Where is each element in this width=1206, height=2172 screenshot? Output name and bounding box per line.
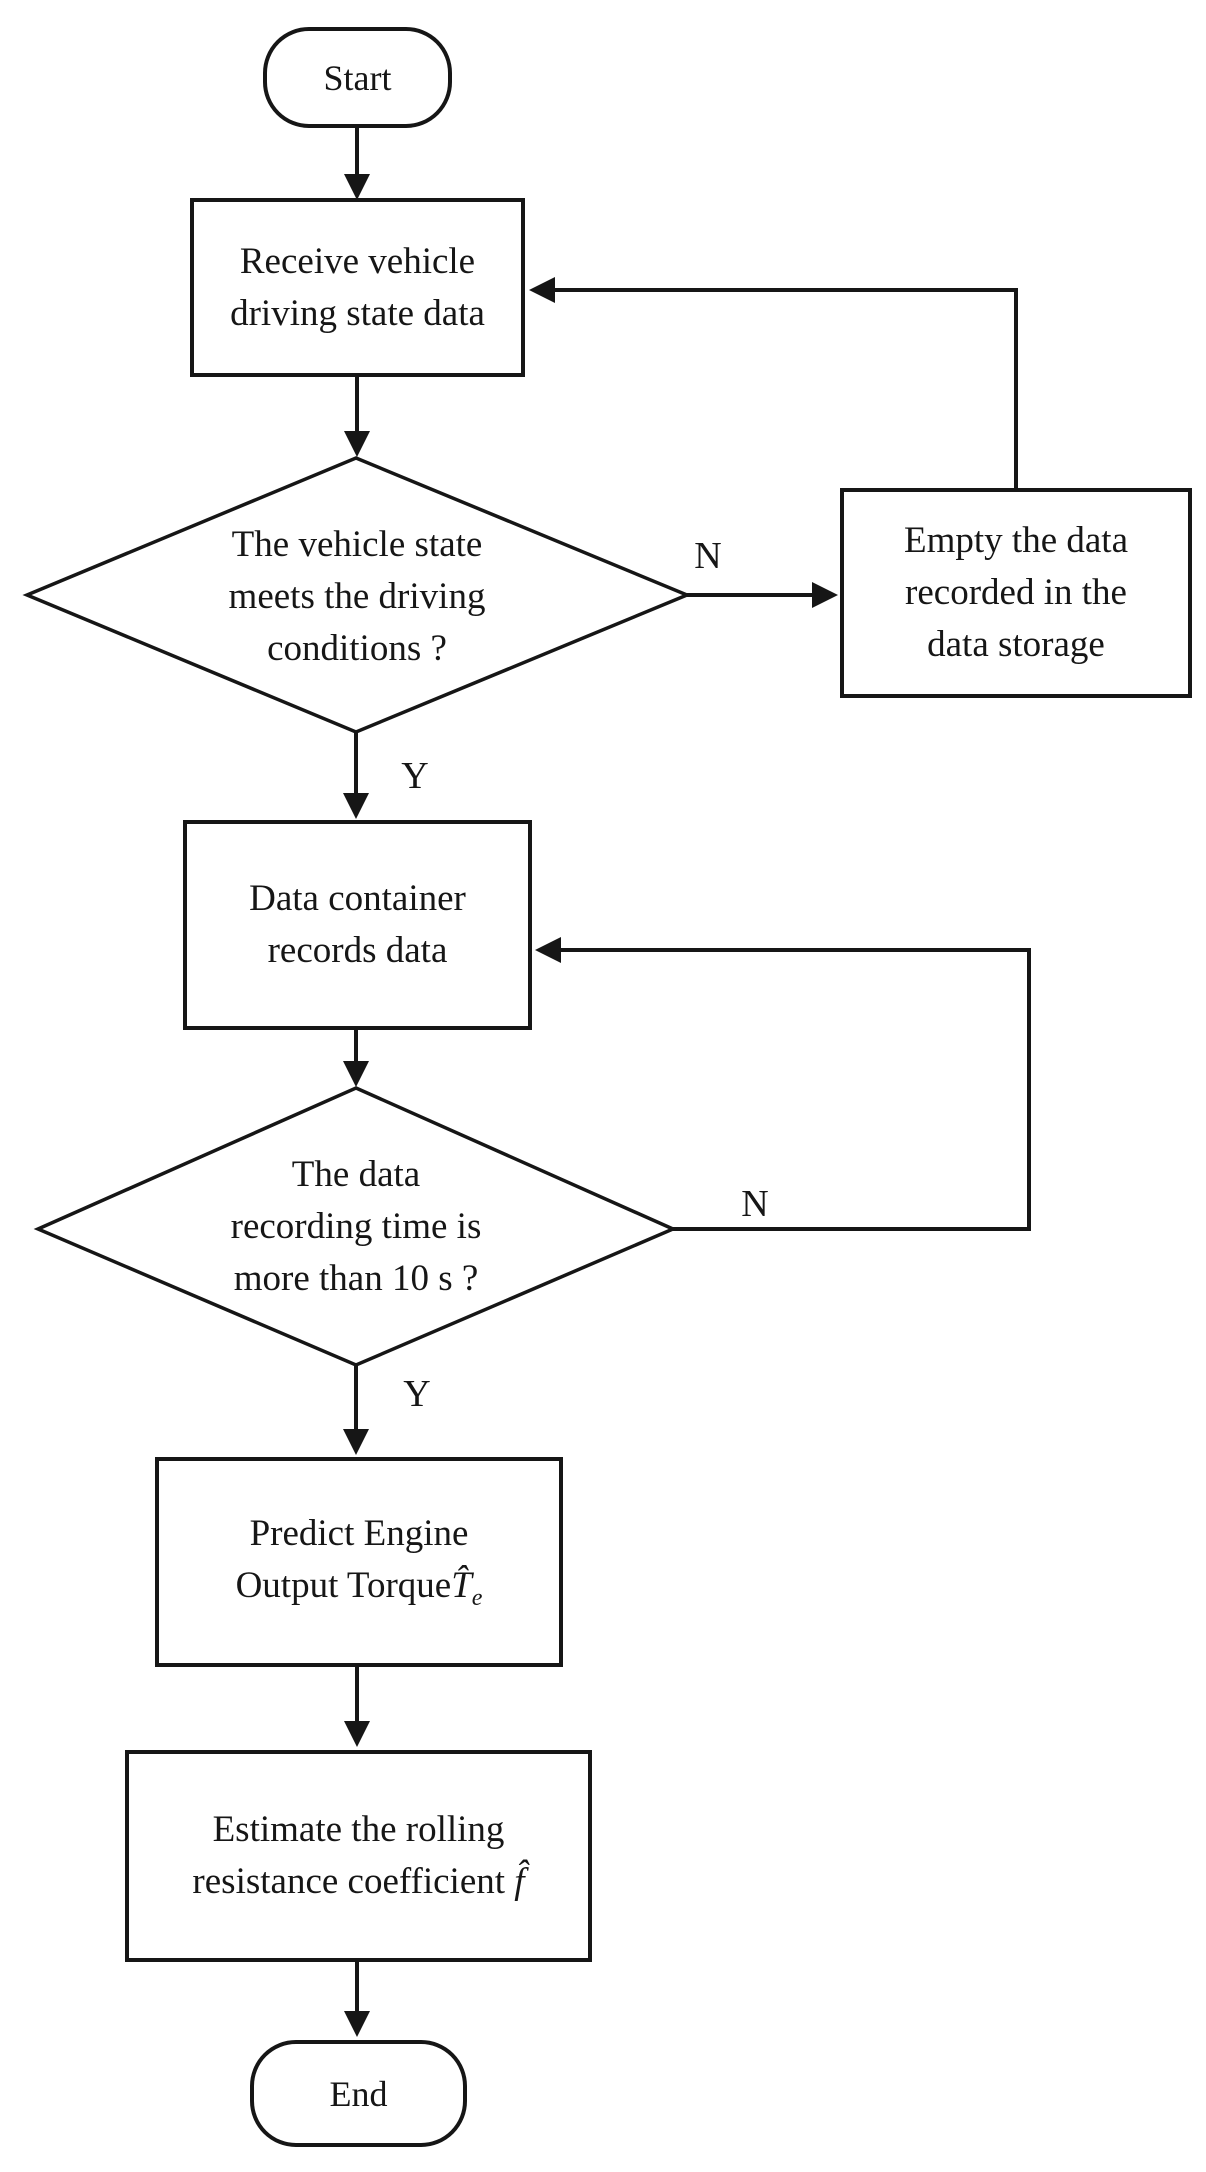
process-record-data: Data container records data xyxy=(183,820,532,1030)
arrowhead-into-receive xyxy=(344,174,370,200)
arrowhead-loop-into-receive xyxy=(529,277,555,303)
arrowhead-into-predict xyxy=(343,1429,369,1455)
arrowhead-into-decision2 xyxy=(343,1061,369,1087)
start-label: Start xyxy=(323,57,392,98)
process-receive-data: Receive vehicle driving state data xyxy=(190,198,525,377)
label-decision1-no: N xyxy=(694,535,722,577)
process-record-data-label: Data container records data xyxy=(249,878,466,971)
estimate-line1: Estimate the rolling xyxy=(212,1809,505,1850)
arrowhead-into-estimate xyxy=(344,1721,370,1747)
process-receive-data-label: Receive vehicle driving state data xyxy=(230,240,485,334)
decision-recording-time-label: The data recording time is more than 10 … xyxy=(230,1154,482,1299)
process-empty-storage: Empty the data recorded in the data stor… xyxy=(840,488,1192,698)
torque-hat-symbol: T̂ xyxy=(451,1565,472,1606)
start-node: Start xyxy=(263,27,452,128)
edge-decision2-no-loop-to-record xyxy=(556,948,1031,1231)
arrowhead-loop-into-record xyxy=(535,937,561,963)
arrowhead-into-record xyxy=(343,793,369,819)
process-estimate-coefficient: Estimate the rolling resistance coeffici… xyxy=(125,1750,592,1962)
edge-empty-loop-to-receive xyxy=(550,288,1018,488)
arrowhead-into-end xyxy=(344,2011,370,2037)
arrowhead-into-decision1 xyxy=(344,431,370,457)
decision-recording-time-shape xyxy=(33,1086,678,1367)
arrowhead-into-empty xyxy=(812,582,838,608)
label-decision2-yes: Y xyxy=(403,1373,431,1415)
decision-driving-conditions-label: The vehicle state meets the driving cond… xyxy=(228,524,486,669)
end-node: End xyxy=(250,2040,467,2147)
label-decision2-no: N xyxy=(741,1183,769,1225)
end-label: End xyxy=(329,2073,388,2114)
decision-driving-conditions-shape xyxy=(22,456,692,734)
torque-subscript: e xyxy=(471,1585,483,1611)
estimate-line2: resistance coefficient f̂ xyxy=(192,1856,524,1908)
coefficient-hat-symbol: f̂ xyxy=(514,1861,525,1902)
predict-torque-line1: Predict Engine xyxy=(249,1513,469,1554)
label-decision1-yes: Y xyxy=(401,755,429,797)
process-empty-storage-label: Empty the data recorded in the data stor… xyxy=(904,520,1128,665)
